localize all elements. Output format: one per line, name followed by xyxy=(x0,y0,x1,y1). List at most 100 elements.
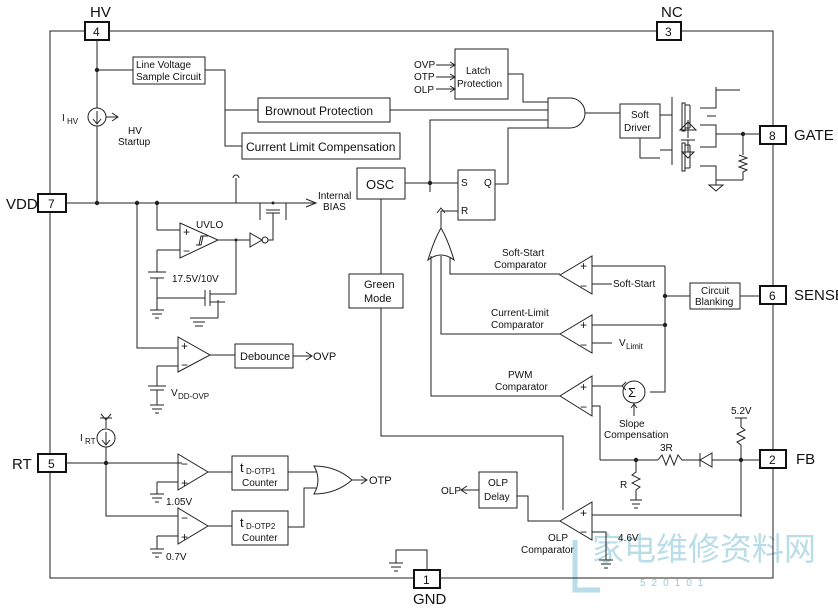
green-mode-block: Green Mode xyxy=(348,273,404,309)
svg-text:BIAS: BIAS xyxy=(323,202,346,213)
svg-text:5.2V: 5.2V xyxy=(731,406,752,417)
svg-text:Delay: Delay xyxy=(484,492,510,503)
svg-text:Comparator: Comparator xyxy=(495,382,548,393)
otp-comparator-2: − + 0.7V xyxy=(150,507,232,563)
fb-network: 3R 5.2V R xyxy=(600,406,760,517)
svg-text:RT: RT xyxy=(85,437,96,446)
otp-or-gate: OTP xyxy=(313,465,392,495)
svg-text:+: + xyxy=(580,506,587,520)
pin-vdd: VDD 7 xyxy=(6,193,67,213)
svg-text:t: t xyxy=(240,515,244,530)
svg-text:R: R xyxy=(620,480,627,491)
svg-text:0.7V: 0.7V xyxy=(166,552,187,563)
uvlo-comparator: + − UVLO 17.5V/10V xyxy=(148,203,274,327)
svg-text:Comparator: Comparator xyxy=(494,260,547,271)
ground-symbol xyxy=(389,549,428,572)
svg-text:HV: HV xyxy=(67,117,79,126)
svg-text:HV: HV xyxy=(90,4,111,21)
svg-text:OLP: OLP xyxy=(441,486,461,497)
svg-text:+: + xyxy=(183,225,190,239)
svg-text:Soft-Start: Soft-Start xyxy=(502,248,544,259)
svg-text:UVLO: UVLO xyxy=(196,220,223,231)
current-limit-comparator: + − Current-Limit Comparator V Limit xyxy=(491,308,665,354)
svg-text:Current-Limit: Current-Limit xyxy=(491,308,549,319)
svg-text:Comparator: Comparator xyxy=(491,320,544,331)
svg-text:GND: GND xyxy=(413,591,447,608)
svg-text:Soft-Start: Soft-Start xyxy=(613,279,655,290)
svg-text:t: t xyxy=(240,460,244,475)
svg-text:Sample Circuit: Sample Circuit xyxy=(136,72,201,83)
pin-rt: RT 5 xyxy=(12,453,67,473)
svg-text:−: − xyxy=(181,457,188,471)
svg-text:VDD: VDD xyxy=(6,196,38,213)
svg-text:Line Voltage: Line Voltage xyxy=(136,60,191,71)
svg-text:GATE: GATE xyxy=(794,127,834,144)
svg-text:Circuit: Circuit xyxy=(701,286,730,297)
osc-block: OSC xyxy=(356,167,564,510)
svg-text:Brownout Protection: Brownout Protection xyxy=(265,104,373,118)
pin-gnd: 1 GND xyxy=(413,569,447,608)
vdd-rail: Internal BIAS xyxy=(66,174,351,223)
svg-text:+: + xyxy=(580,318,587,332)
watermark: 家电维修资料网 520101 xyxy=(572,530,816,593)
otp-comparator-1: − + 1.05V xyxy=(150,453,232,508)
svg-text:OLP: OLP xyxy=(414,85,434,96)
svg-text:−: − xyxy=(580,279,587,293)
svg-text:Σ: Σ xyxy=(628,385,636,400)
current-limit-compensation-block: Current Limit Compensation xyxy=(241,132,401,160)
svg-text:8: 8 xyxy=(769,129,776,143)
svg-text:520101: 520101 xyxy=(640,578,709,589)
svg-text:4: 4 xyxy=(93,25,100,39)
svg-text:−: − xyxy=(183,244,190,258)
otp-counter-1: t D-OTP1 Counter xyxy=(231,455,316,491)
gate-output-stage xyxy=(639,87,760,192)
svg-text:Driver: Driver xyxy=(624,123,651,134)
svg-text:OLP: OLP xyxy=(548,533,568,544)
svg-text:Counter: Counter xyxy=(242,533,278,544)
svg-text:+: + xyxy=(580,380,587,394)
svg-text:−: − xyxy=(580,525,587,539)
svg-text:OLP: OLP xyxy=(488,478,508,489)
svg-text:NC: NC xyxy=(661,4,683,21)
svg-text:Protection: Protection xyxy=(457,79,502,90)
olp-delay-block: OLP Delay OLP xyxy=(441,471,518,509)
svg-text:Q: Q xyxy=(484,178,492,189)
svg-text:I: I xyxy=(62,113,65,124)
svg-text:Compensation: Compensation xyxy=(604,430,668,441)
svg-text:−: − xyxy=(181,358,188,372)
svg-text:6: 6 xyxy=(769,289,776,303)
svg-text:17.5V/10V: 17.5V/10V xyxy=(172,274,219,285)
svg-text:Counter: Counter xyxy=(242,478,278,489)
svg-text:HV: HV xyxy=(128,126,142,137)
hv-startup-section: I HV HV Startup xyxy=(62,40,151,203)
svg-text:D-OTP2: D-OTP2 xyxy=(246,522,276,531)
svg-text:Limit: Limit xyxy=(626,342,644,351)
svg-text:+: + xyxy=(580,259,587,273)
svg-text:家电维修资料网: 家电维修资料网 xyxy=(592,530,816,568)
svg-text:Internal: Internal xyxy=(318,191,351,202)
pin-sense: 6 SENSE xyxy=(759,285,838,305)
svg-text:4.6V: 4.6V xyxy=(618,533,639,544)
svg-text:V: V xyxy=(171,388,178,399)
pwm-comparator: + − PWM Comparator xyxy=(495,370,622,460)
svg-text:OVP: OVP xyxy=(313,351,336,363)
svg-text:1.05V: 1.05V xyxy=(166,497,192,508)
svg-text:Blanking: Blanking xyxy=(695,297,733,308)
svg-text:+: + xyxy=(181,530,188,544)
svg-text:2: 2 xyxy=(769,453,776,467)
svg-text:D-OTP1: D-OTP1 xyxy=(246,467,276,476)
svg-text:Slope: Slope xyxy=(619,419,645,430)
svg-text:OVP: OVP xyxy=(414,60,435,71)
slope-compensation-summer: Σ Slope Compensation xyxy=(604,380,668,441)
svg-text:S: S xyxy=(461,178,468,189)
soft-driver-block: Soft Driver xyxy=(619,103,661,139)
reset-or-gate xyxy=(427,227,560,397)
olp-comparator: + − OLP Comparator 4.6V xyxy=(517,495,741,569)
svg-text:R: R xyxy=(461,206,468,217)
soft-start-comparator: + − Soft-Start Comparator Soft-Start xyxy=(494,248,655,295)
svg-text:FB: FB xyxy=(796,451,815,468)
line-voltage-sample-block: Line Voltage Sample Circuit xyxy=(132,56,258,147)
svg-text:+: + xyxy=(181,476,188,490)
sr-latch-block: S Q R xyxy=(436,169,508,228)
svg-text:Latch: Latch xyxy=(466,66,490,77)
